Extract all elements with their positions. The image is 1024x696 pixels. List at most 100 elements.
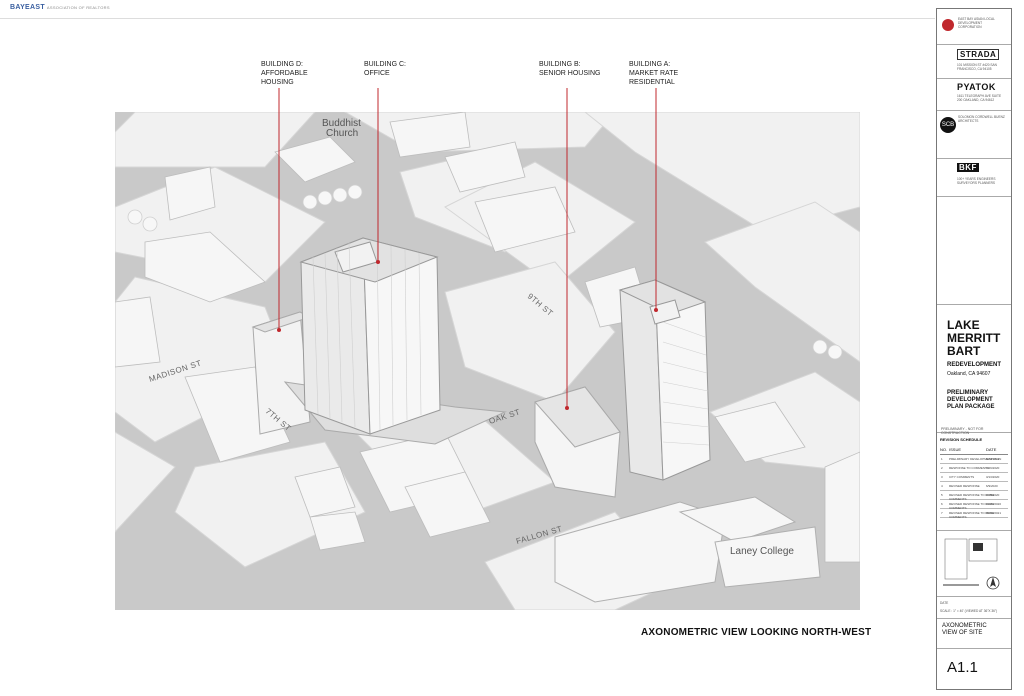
building-c-tower xyxy=(283,237,507,445)
project-title-line-2: MERRITT xyxy=(947,331,1001,345)
building-b-roof xyxy=(534,386,621,448)
tree xyxy=(302,194,318,210)
college-building xyxy=(554,501,726,603)
bkf-note: 100+ YEARS ENGINEERS SURVEYORS PLANNERS xyxy=(957,177,996,185)
firm-scb: SCB SOLOMON CORDWELL BUENZ ARCHITECTS xyxy=(937,111,1011,159)
leader-lines xyxy=(278,88,657,408)
callout-line-2: OFFICE xyxy=(364,70,390,77)
title-block: EAST BAY ASIAN LOCAL DEVELOPMENT CORPORA… xyxy=(936,8,1012,690)
date-scale-cell: DATE SCALE : 1" = 40' (VIEWED AT 36"X 36… xyxy=(937,597,1011,619)
key-plan-site xyxy=(973,543,983,551)
callout-leaders xyxy=(277,88,658,410)
building xyxy=(274,136,356,183)
firm-bkf: BKF 100+ YEARS ENGINEERS SURVEYORS PLANN… xyxy=(937,159,1011,197)
tree xyxy=(812,339,828,355)
building xyxy=(404,471,491,538)
label-laney-college: Laney College xyxy=(730,546,794,557)
scb-note: SOLOMON CORDWELL BUENZ ARCHITECTS xyxy=(958,115,1005,123)
date-label: DATE xyxy=(940,601,949,605)
block xyxy=(704,201,860,363)
key-plan xyxy=(937,531,1011,597)
leader-dot xyxy=(376,260,380,264)
building xyxy=(294,466,356,518)
callout-building-c: BUILDING C: OFFICE xyxy=(364,60,406,78)
north-arrow-pointer-icon xyxy=(990,577,996,587)
building-a-penthouse xyxy=(649,299,681,325)
logo-text: BAYEAST xyxy=(10,4,45,11)
building xyxy=(444,141,526,193)
col-no: NO. xyxy=(940,447,948,452)
leader-dots xyxy=(277,260,658,410)
label-buddhist-church-line-2: Church xyxy=(326,128,358,139)
building xyxy=(115,296,161,368)
sheet-title-cell: AXONOMETRIC VIEW OF SITE xyxy=(937,619,1011,649)
building xyxy=(164,166,216,221)
callout-line-2: MARKET RATE xyxy=(629,70,679,77)
block xyxy=(444,261,616,403)
project-subtitle: REDEVELOPMENT xyxy=(947,362,1002,368)
col-date: DATE xyxy=(986,447,997,452)
revision-schedule-label: REVISION SCHEDULE xyxy=(940,437,983,442)
rev-date: 3/13/2020 xyxy=(986,475,1000,479)
view-caption: AXONOMETRIC VIEW LOOKING NORTH-WEST xyxy=(641,627,872,638)
rev-issue: REVISED RESPONSE xyxy=(949,484,980,488)
sheet-number: A1.1 xyxy=(947,659,978,676)
rev-issue: RESPONSE TO COMMENTS xyxy=(949,466,989,470)
callout-building-b: BUILDING B: SENIOR HOUSING xyxy=(539,60,600,78)
block xyxy=(115,112,316,168)
project-title-line-1: LAKE xyxy=(947,318,980,332)
rev-issue: REVISED RESPONSE TO PDMA COMMENTS xyxy=(949,502,994,510)
logo-subtitle: ASSOCIATION OF REALTORS xyxy=(46,5,110,10)
callout-line-1: BUILDING B: xyxy=(539,61,581,68)
axonometric-drawing: Buddhist Church Laney College MADISON ST… xyxy=(115,112,860,610)
rev-date: 12/23/2020 xyxy=(986,502,1002,506)
low-buildings xyxy=(115,112,860,563)
rev-issue: REVISED RESPONSE TO PDMA COMMENTS xyxy=(949,493,994,501)
sheet-title: AXONOMETRIC VIEW OF SITE xyxy=(942,623,987,637)
scb-logo: SCB xyxy=(940,117,956,133)
tree xyxy=(142,216,158,232)
callout-line-3: HOUSING xyxy=(261,79,294,86)
callout-line-2: SENIOR HOUSING xyxy=(539,70,601,77)
col-issue: ISSUE xyxy=(949,447,962,452)
building xyxy=(714,401,806,463)
building-a-tower xyxy=(618,279,711,481)
preliminary-note: PRELIMINARY - NOT FOR CONSTRUCTION xyxy=(941,427,984,435)
ebaldc-seal-icon xyxy=(942,19,954,31)
callout-line-1: BUILDING D: xyxy=(261,61,304,68)
pyatok-note: 1611 TELEGRAPH AVE SUITE 200 OAKLAND, CA… xyxy=(957,94,1002,102)
building xyxy=(474,186,576,253)
project-info: LAKE MERRITT BART REDEVELOPMENT Oakland,… xyxy=(937,305,1011,435)
firm-strada: STRADA 101 MISSION ST #420 SAN FRANCISCO… xyxy=(937,45,1011,79)
block xyxy=(115,276,291,443)
ebaldc-note: EAST BAY ASIAN LOCAL DEVELOPMENT CORPORA… xyxy=(958,17,995,29)
rev-date: 03/10/2021 xyxy=(986,511,1002,515)
project-title: LAKE MERRITT BART xyxy=(947,319,1000,358)
tree xyxy=(347,184,363,200)
pyatok-logo: PYATOK xyxy=(957,82,996,92)
callout-building-d: BUILDING D: AFFORDABLE HOUSING xyxy=(261,60,308,87)
rev-date: 11/4/2019 xyxy=(986,457,1000,461)
college-building xyxy=(678,496,797,543)
building xyxy=(824,451,860,563)
project-address: Oakland, CA 94607 xyxy=(947,371,991,377)
blank-cell xyxy=(937,197,1011,305)
sheet-number-cell: A1.1 xyxy=(937,649,1011,689)
leader-dot xyxy=(654,308,658,312)
tree xyxy=(827,344,843,360)
project-title-line-3: BART xyxy=(947,344,981,358)
scale-note: SCALE : 1" = 40' (VIEWED AT 36"X 36") xyxy=(940,609,998,613)
laney-college xyxy=(554,496,821,603)
rev-no: 4 xyxy=(941,484,943,488)
rev-issue: CITY COMMENTS xyxy=(949,475,975,479)
callout-building-a: BUILDING A: MARKET RATE RESIDENTIAL xyxy=(629,60,678,87)
